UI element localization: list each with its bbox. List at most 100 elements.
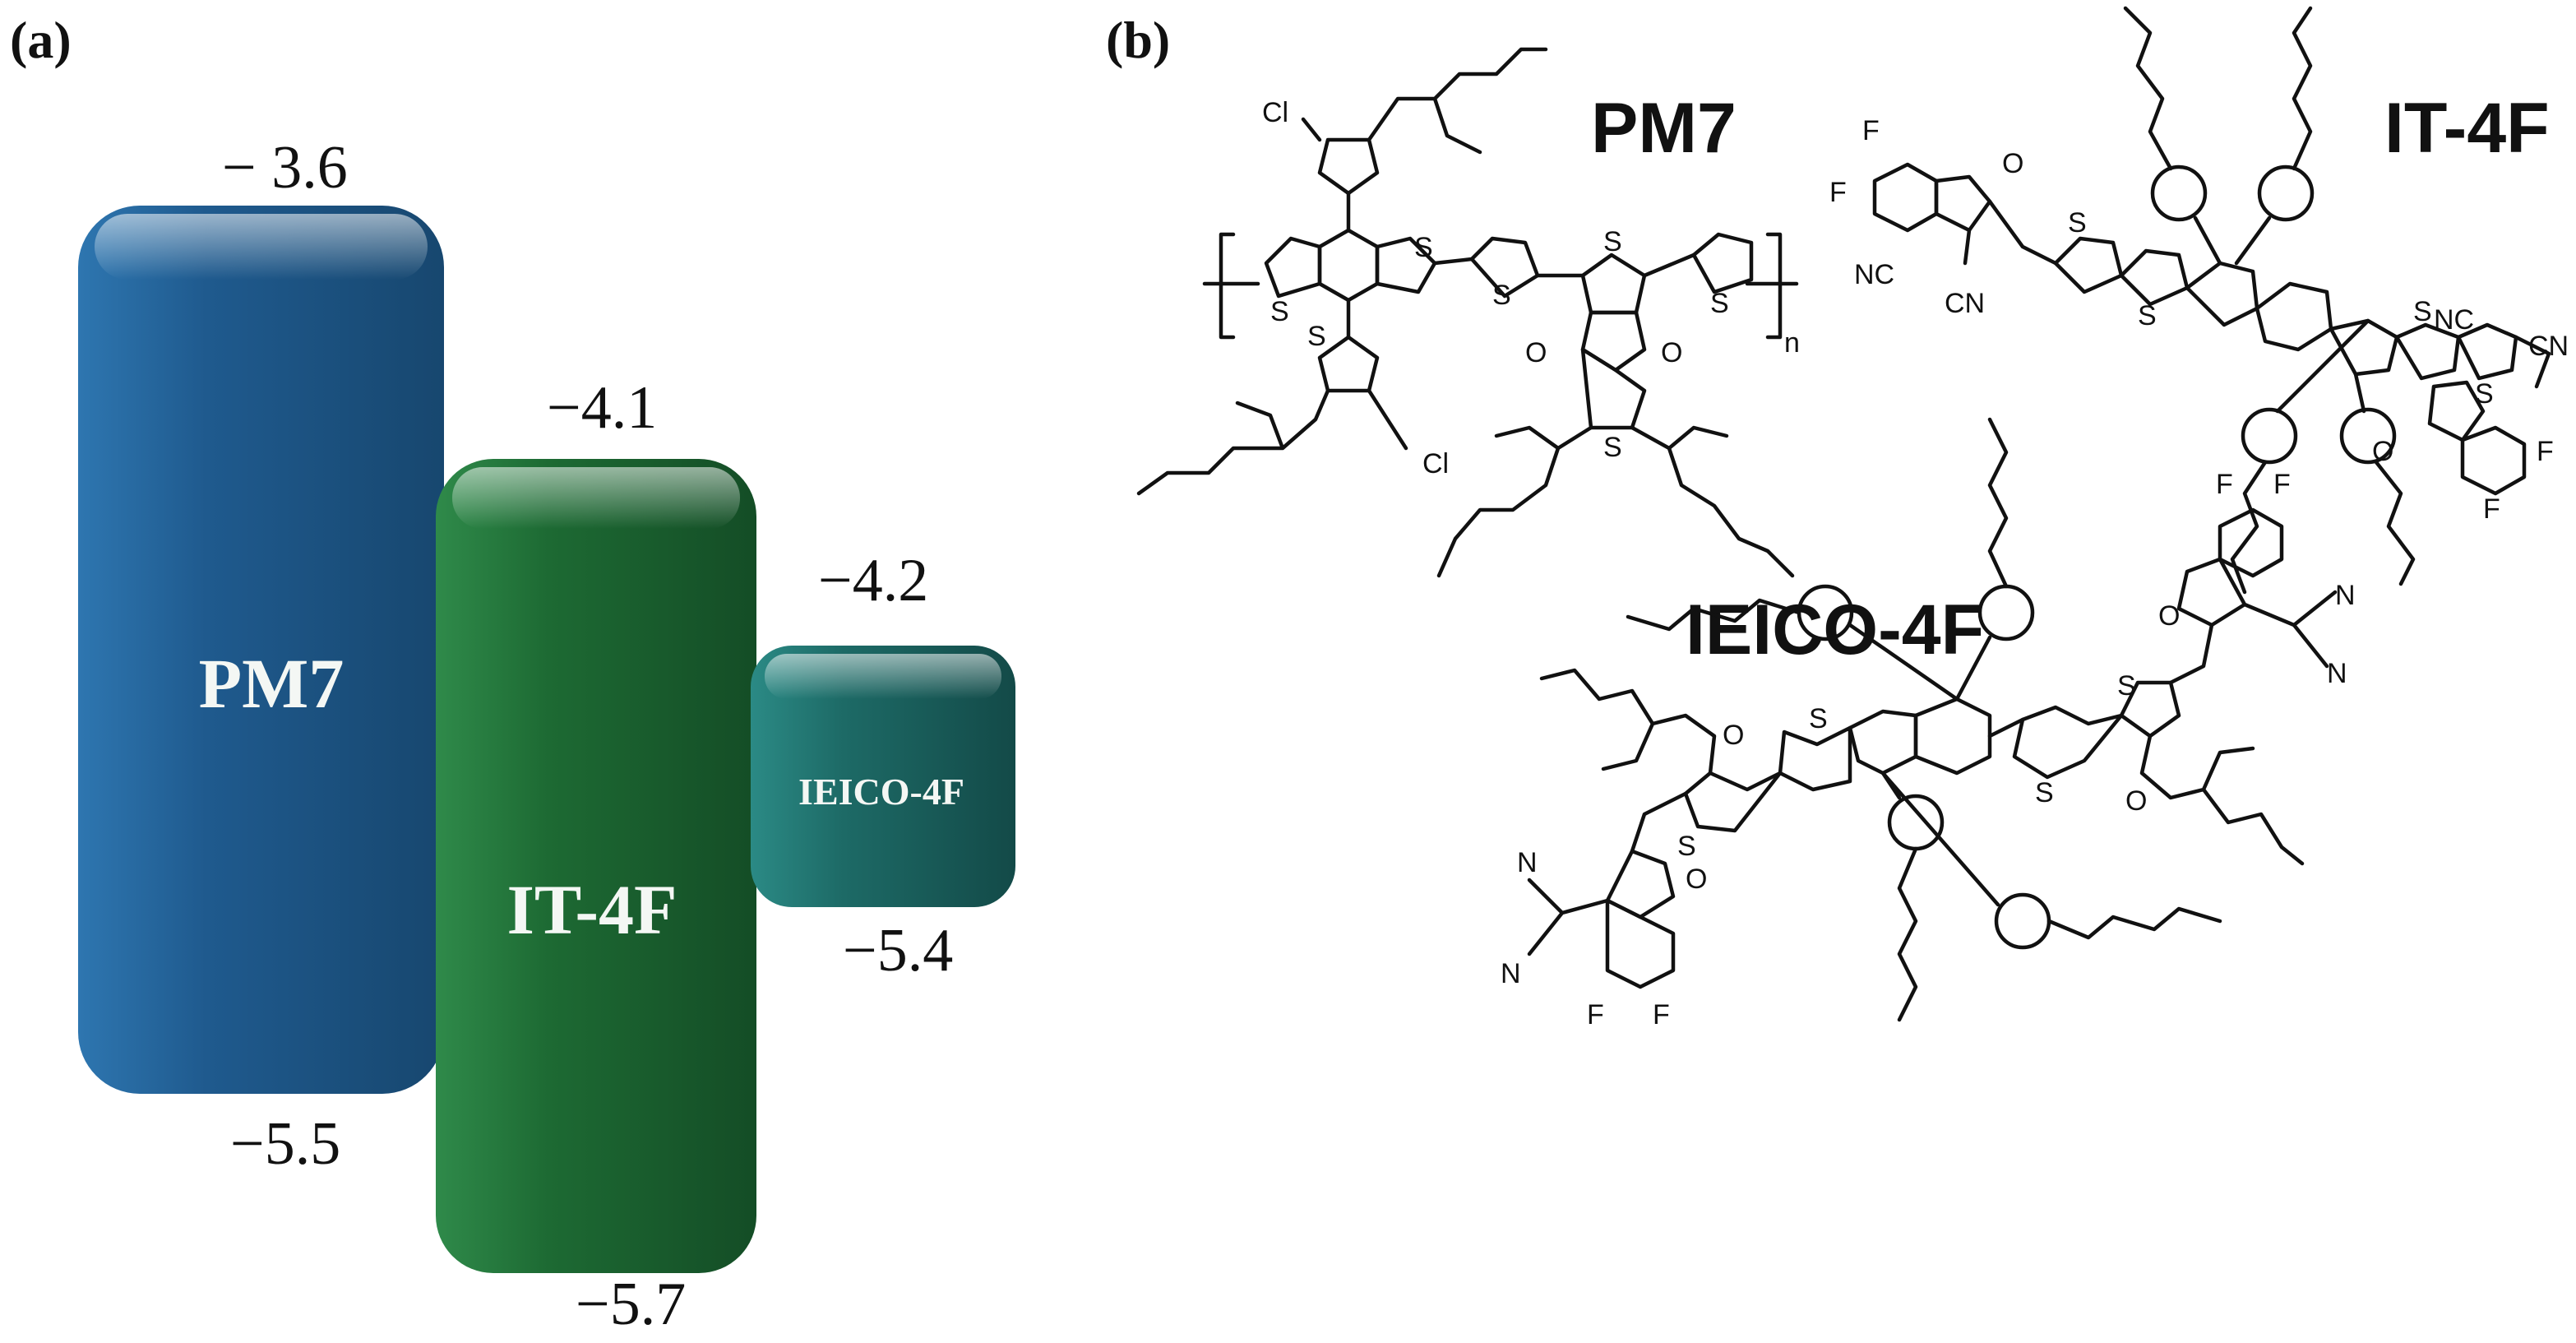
ieico4f-alkoxy-right — [2139, 734, 2305, 866]
bar-ieico4f: IEICO-4F — [751, 646, 1015, 907]
it4f-o-2: O — [2372, 436, 2393, 467]
panel-b: (b) PM7 n S S Cl S Cl — [1106, 6, 2569, 1030]
pm7-cl-bottom: Cl — [1422, 448, 1449, 479]
it4f-cp-right — [2329, 318, 2399, 377]
pm7-quinone-ring — [1580, 310, 1647, 373]
ieico4f-vinyl-left — [1630, 791, 1688, 854]
it4f-cn-right: CN — [2528, 331, 2569, 362]
pm7-thiophene-top — [1317, 137, 1380, 196]
it4f-central-benzene — [2255, 281, 2333, 352]
it4f-lumo-value: −4.1 — [547, 374, 657, 442]
pm7-title: PM7 — [1591, 89, 1737, 168]
ieico4f-dicyano-left — [1527, 878, 1610, 956]
ieico4f-hexyl-4 — [1897, 846, 1918, 1022]
it4f-thiophene-1 — [2053, 236, 2124, 294]
ieico4f-f-4: F — [1653, 999, 1670, 1030]
it4f-f-1: F — [1862, 115, 1880, 146]
it4f-difluoro-benzene-right — [2460, 425, 2527, 496]
bar-pm7-label: PM7 — [199, 644, 345, 723]
pm7-thiophene-bottom — [1317, 335, 1380, 393]
it4f-indanone-right — [2427, 380, 2486, 442]
ieico4f-o-2: O — [2125, 785, 2147, 817]
pm7-thiophene-acceptor — [1580, 252, 1647, 315]
pm7-homo-value: −5.5 — [230, 1110, 340, 1178]
it4f-f-4: F — [2483, 493, 2500, 525]
pm7-lumo-value: − 3.6 — [222, 134, 348, 201]
it4f-thiophene-2 — [2119, 248, 2190, 307]
pm7-thiophene-right — [1375, 236, 1437, 294]
it4f-s-3: S — [2413, 296, 2432, 327]
pm7-s-3: S — [1307, 321, 1326, 352]
pm7-alkyl-right — [1630, 425, 1795, 578]
pm7-thiophene-lower — [1580, 347, 1647, 430]
pm7-link-3 — [1642, 252, 1696, 278]
bar-pm7: PM7 — [78, 206, 444, 1094]
ieico4f-f-1: F — [2216, 469, 2233, 500]
it4f-s-2: S — [2138, 300, 2157, 331]
it4f-hexyl-1 — [2123, 6, 2173, 171]
ieico4f-n-2: N — [2327, 658, 2347, 689]
bar-pm7-body — [78, 206, 444, 1094]
ieico4f-s-3: S — [1809, 703, 1828, 734]
it4f-o-1: O — [2002, 148, 2023, 179]
ieico4f-s-4: S — [1677, 831, 1696, 862]
it4f-f-2: F — [1829, 177, 1847, 208]
ieico4f-homo-value: −5.4 — [843, 917, 953, 984]
ieico4f-hexyl-1 — [1987, 417, 2009, 589]
pm7-benzene — [1317, 228, 1380, 303]
pm7-link-1 — [1432, 257, 1474, 266]
pm7-s-5: S — [1603, 226, 1622, 257]
pm7-bracket-right — [1765, 232, 1783, 340]
ieico4f-link-1 — [1987, 717, 2025, 739]
it4f-s-1: S — [2068, 207, 2087, 238]
it4f-structure: IT-4F F F O NC CN S S S S — [1829, 6, 2569, 595]
bar-ieico4f-body — [751, 646, 1015, 907]
pm7-s-6: S — [1603, 432, 1622, 463]
it4f-indanone-left — [1934, 174, 1992, 233]
pm7-cl-top: Cl — [1262, 97, 1288, 128]
ieico4f-thiophene-core-2 — [1778, 725, 1852, 792]
pm7-s-2: S — [1414, 232, 1433, 263]
pm7-thiophene-left — [1264, 236, 1322, 299]
bar-ieico4f-highlight — [765, 654, 1001, 699]
bar-it4f: IT-4F — [436, 459, 756, 1273]
pm7-alkyl-bottom — [1136, 388, 1330, 496]
ieico4f-thiophene-left — [1683, 771, 1783, 833]
panel-a-label: (a) — [10, 11, 72, 69]
bar-it4f-body — [436, 459, 756, 1273]
ieico4f-thiophene-core-1 — [2012, 705, 2124, 780]
it4f-difluoro-benzene-left — [1872, 162, 1939, 233]
ieico4f-phenyl-1 — [1977, 584, 2035, 641]
pm7-thiophene-mid — [1469, 236, 1540, 299]
bar-pm7-highlight — [95, 214, 428, 280]
panel-b-label: (b) — [1106, 11, 1170, 69]
pm7-cl-bond-bottom — [1367, 388, 1408, 451]
ieico4f-o-3: O — [1723, 720, 1744, 751]
it4f-homo-value: −5.7 — [576, 1271, 686, 1338]
it4f-phenyl-2 — [2257, 164, 2315, 222]
ieico4f-indanone-right — [2176, 557, 2247, 628]
it4f-vinyl-bond-left — [1963, 228, 1972, 266]
it4f-thiophene-4 — [2456, 322, 2518, 381]
ieico4f-phenyl-4 — [1994, 892, 2051, 950]
pm7-s-7: S — [1710, 288, 1729, 319]
it4f-title: IT-4F — [2384, 89, 2550, 168]
pm7-cl-bond-top — [1301, 117, 1322, 142]
ieico4f-dicyano-right — [2242, 590, 2338, 669]
panel-a: (a) PM7 − 3.6 −5.5 IT-4F −4.1 −5.7 IEICO… — [10, 11, 1015, 1338]
ieico4f-cp-left — [1848, 709, 1918, 776]
ieico4f-phenyl-3 — [1887, 794, 1945, 851]
it4f-cn-left: CN — [1945, 288, 1985, 319]
it4f-f-3: F — [2537, 436, 2554, 467]
pm7-alkyl-left — [1436, 425, 1593, 578]
ieico4f-f-2: F — [2273, 469, 2291, 500]
it4f-hexyl-2 — [2292, 6, 2313, 171]
pm7-thiophene-end — [1691, 232, 1754, 294]
ieico4f-o-4: O — [1686, 864, 1707, 895]
ieico4f-difluoro-benzene-right — [2218, 507, 2284, 578]
ieico4f-difluoro-benzene-left — [1605, 898, 1676, 989]
ieico4f-title: IEICO-4F — [1686, 590, 1984, 669]
it4f-hexyl-3 — [2230, 460, 2268, 595]
bar-ieico4f-label: IEICO-4F — [798, 771, 964, 813]
